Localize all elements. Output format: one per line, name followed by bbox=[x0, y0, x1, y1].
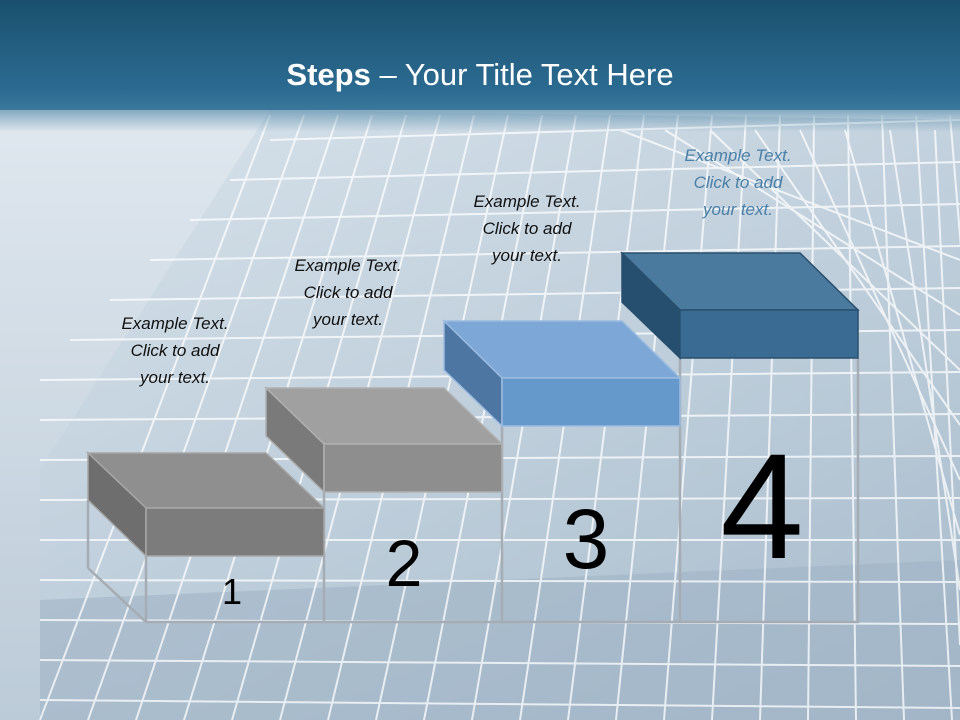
step-2-caption-line-1: Example Text. bbox=[294, 256, 402, 275]
step-2-number: 2 bbox=[386, 526, 423, 600]
step-1-caption-line-2: Click to add bbox=[130, 341, 220, 360]
title-bold: Steps bbox=[286, 57, 371, 92]
title-rest: – Your Title Text Here bbox=[370, 57, 674, 92]
step-2-caption[interactable]: Example Text. Click to add your text. bbox=[258, 252, 438, 333]
step-3-caption-line-2: Click to add bbox=[482, 219, 572, 238]
step-3-caption[interactable]: Example Text. Click to add your text. bbox=[437, 188, 617, 269]
step-1-caption-line-3: your text. bbox=[140, 368, 210, 387]
header-bar bbox=[0, 0, 960, 110]
step-4-number: 4 bbox=[720, 422, 803, 590]
step-1-caption[interactable]: Example Text. Click to add your text. bbox=[85, 310, 265, 391]
step-2-block[interactable] bbox=[264, 386, 504, 494]
step-2-caption-line-3: your text. bbox=[313, 310, 383, 329]
step-3-caption-line-1: Example Text. bbox=[473, 192, 581, 211]
step-1-number: 1 bbox=[222, 571, 242, 612]
slide-title[interactable]: Steps – Your Title Text Here bbox=[0, 55, 960, 95]
step-4-caption[interactable]: Example Text. Click to add your text. bbox=[648, 142, 828, 223]
step-1-caption-line-1: Example Text. bbox=[121, 314, 229, 333]
step-3-block[interactable] bbox=[442, 319, 682, 428]
step-4-caption-line-2: Click to add bbox=[693, 173, 783, 192]
step-3-number: 3 bbox=[563, 492, 610, 586]
step-4-caption-line-3: your text. bbox=[703, 200, 773, 219]
step-4-caption-line-1: Example Text. bbox=[684, 146, 792, 165]
step-1-block[interactable] bbox=[86, 451, 326, 558]
step-2-caption-line-2: Click to add bbox=[303, 283, 393, 302]
step-4-block[interactable] bbox=[620, 251, 860, 360]
header-fade bbox=[0, 110, 960, 132]
step-3-caption-line-3: your text. bbox=[492, 246, 562, 265]
